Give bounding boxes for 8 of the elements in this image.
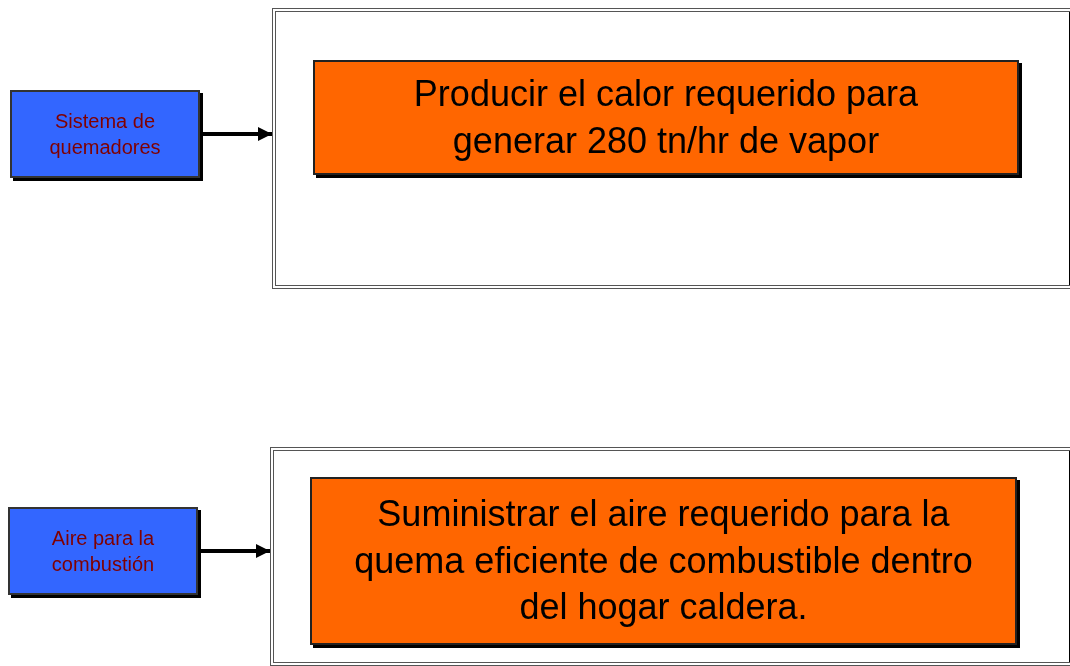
function-box: Suministrar el aire requerido para la quema eficiente de combustible dentro del hogar caldera. [310, 477, 1017, 645]
frame-box [272, 8, 1070, 289]
input-box: Aire para la combustión [8, 507, 198, 595]
arrow [203, 127, 272, 141]
frame-box [270, 447, 1070, 666]
arrow [201, 544, 270, 558]
input-box: Sistema de quemadores [10, 90, 200, 178]
function-box: Producir el calor requerido para generar 280 tn/hr de vapor [313, 60, 1019, 175]
